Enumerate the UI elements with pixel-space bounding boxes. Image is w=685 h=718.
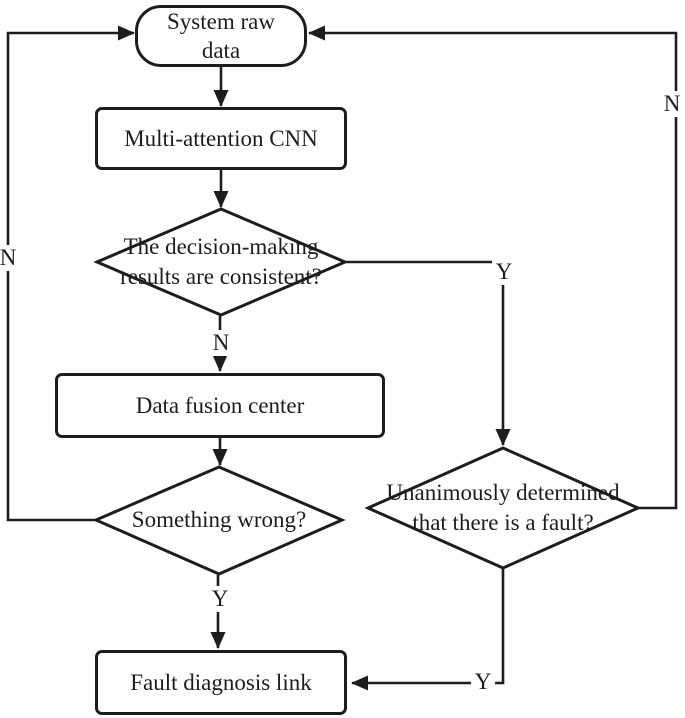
- edge-somethingwrong-no-to-rawdata: [6, 25, 135, 522]
- node-system-raw-data: System raw data: [135, 5, 307, 67]
- edge-label-consistent-no: N: [209, 330, 233, 356]
- edge-unanimous-no-to-rawdata: [308, 25, 678, 510]
- edge-label-consistent-yes: Y: [492, 259, 516, 285]
- node-decision-consistent-label: The decision-making results are consiste…: [120, 234, 322, 289]
- node-fault-diagnosis-link: Fault diagnosis link: [95, 650, 347, 715]
- unanimous-fault-diamond: [364, 446, 642, 570]
- node-system-raw-data-label: System raw data: [167, 9, 275, 63]
- node-multi-attention-cnn-label: Multi-attention CNN: [124, 126, 318, 151]
- node-something-wrong-label: Something wrong?: [131, 507, 307, 532]
- node-unanimous-fault-label: Unanimously determined that there is a f…: [386, 480, 620, 535]
- edge-label-somethingwrong-no: N: [0, 245, 20, 271]
- node-multi-attention-cnn: Multi-attention CNN: [95, 107, 347, 170]
- edge-label-unanimous-no: N: [660, 91, 684, 117]
- edge-label-somethingwrong-yes: Y: [208, 586, 232, 612]
- something-wrong-diamond: [92, 465, 346, 576]
- node-data-fusion-center: Data fusion center: [55, 373, 385, 438]
- node-data-fusion-center-label: Data fusion center: [135, 393, 305, 418]
- node-fault-diagnosis-link-label: Fault diagnosis link: [130, 670, 312, 695]
- decision-consistent-diamond: [93, 207, 349, 317]
- edge-unanimous-yes-to-fault: [351, 567, 505, 691]
- edge-label-unanimous-yes: Y: [471, 669, 495, 695]
